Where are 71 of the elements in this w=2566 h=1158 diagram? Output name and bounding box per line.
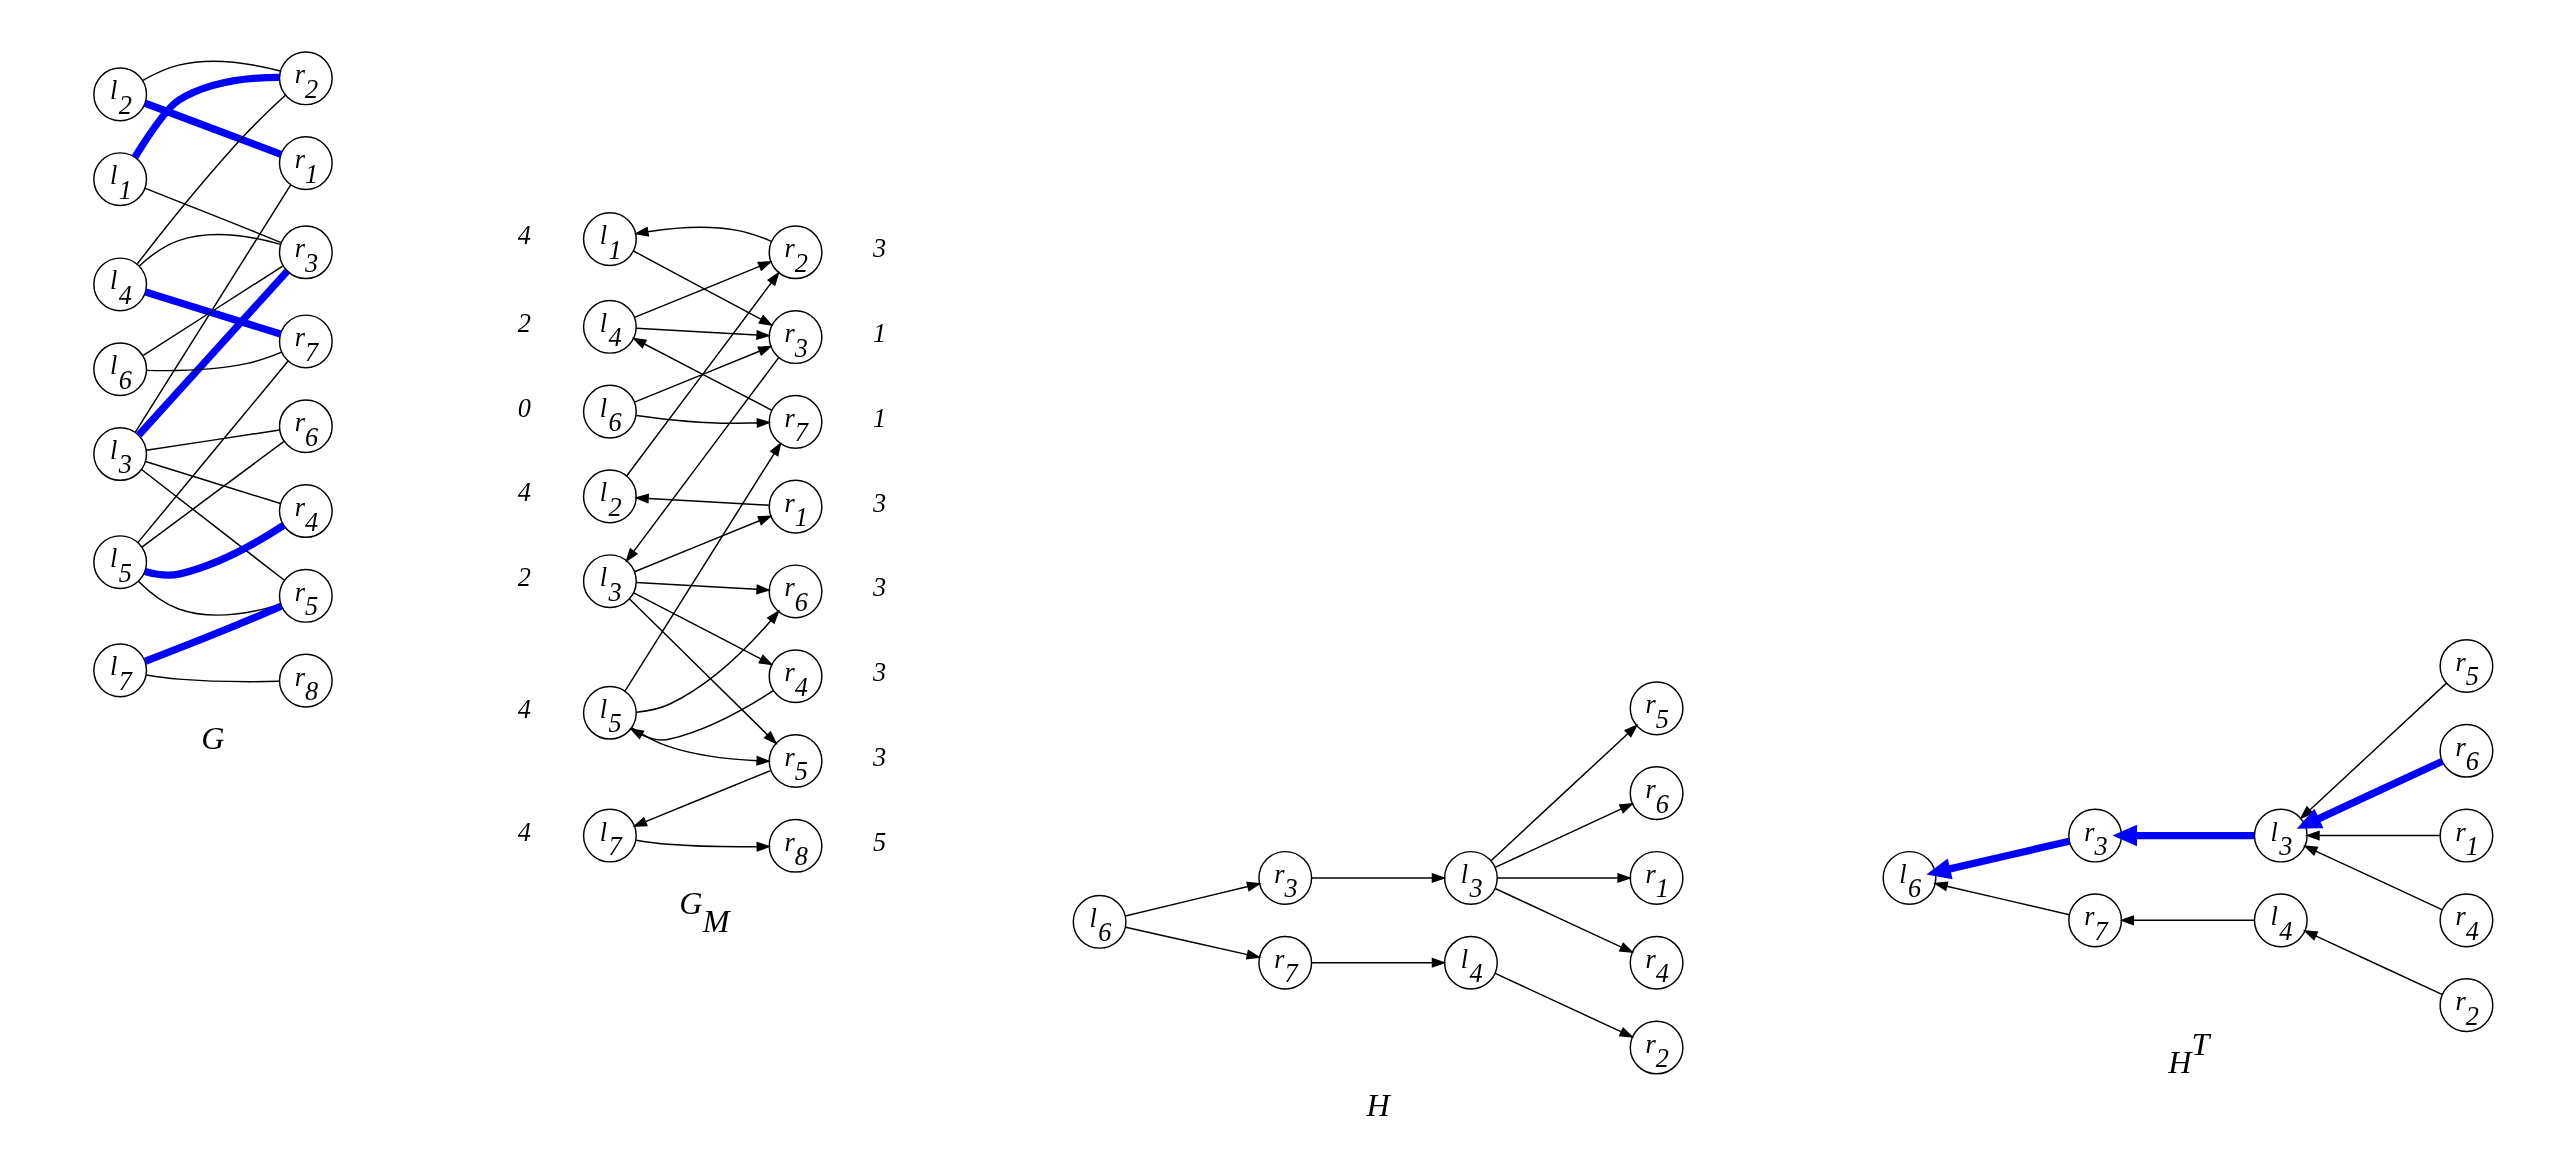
arrow (623, 441, 782, 692)
arrow (1493, 972, 1634, 1038)
node-label: 3 (872, 573, 886, 603)
arrow (1310, 957, 1446, 968)
connector (145, 351, 282, 372)
connector (143, 602, 283, 665)
connector (143, 522, 286, 579)
node-label: 3 (872, 742, 886, 772)
connector (144, 460, 281, 505)
arrow (635, 414, 771, 429)
arrow (625, 271, 780, 477)
arrow (2302, 929, 2443, 996)
arrow (635, 581, 771, 595)
connector (142, 265, 283, 357)
arrow (631, 769, 771, 827)
connector (136, 360, 289, 544)
arrow (1124, 926, 1261, 960)
arrow (1493, 802, 1634, 869)
arrow (1310, 872, 1446, 884)
connector (136, 94, 286, 265)
arrow (635, 609, 780, 713)
connector (145, 429, 280, 451)
node-label: 2 (517, 308, 531, 338)
connector (135, 268, 290, 438)
node-label: 3 (872, 234, 886, 264)
arrow (2299, 682, 2447, 820)
connector (143, 288, 282, 338)
arrow (632, 250, 773, 326)
arrow (633, 226, 772, 243)
arrow (633, 515, 773, 573)
arrow (2118, 915, 2255, 926)
node-label: 4 (517, 694, 531, 724)
connector (143, 99, 282, 158)
arrow (2112, 824, 2254, 847)
arrow (635, 839, 771, 852)
connector (134, 184, 291, 433)
connector (138, 234, 281, 267)
arrow (1124, 881, 1262, 917)
connector (140, 469, 285, 581)
connector (140, 440, 285, 548)
connector (141, 60, 281, 82)
arrow (633, 261, 773, 319)
label: G (200, 719, 225, 756)
arrow (632, 592, 773, 666)
connector (144, 187, 282, 244)
arrow (2304, 830, 2440, 841)
arrow (1490, 724, 1638, 862)
arrow (1932, 881, 2070, 916)
arrow (633, 493, 769, 506)
arrow (1496, 872, 1632, 884)
arrow (635, 327, 771, 341)
arrow (631, 337, 772, 411)
node-label: 4 (517, 817, 531, 847)
arrow (1493, 887, 1634, 953)
arrow (2302, 845, 2443, 911)
node-label: 4 (517, 221, 531, 251)
connector (131, 73, 279, 160)
node-label: 4 (517, 478, 531, 508)
node-label: 0 (517, 393, 531, 423)
arrow (1925, 837, 2070, 880)
connector (145, 674, 280, 683)
label: H (1365, 1086, 1390, 1123)
arrow (2296, 758, 2443, 829)
arrow (624, 357, 779, 563)
node-label: 1 (872, 403, 886, 433)
arrow (633, 345, 773, 403)
node-label: 3 (872, 488, 886, 518)
node-label: 2 (517, 563, 531, 593)
node-label: 3 (872, 658, 886, 688)
node-label: 1 (872, 319, 886, 349)
node-label: 5 (872, 827, 886, 857)
